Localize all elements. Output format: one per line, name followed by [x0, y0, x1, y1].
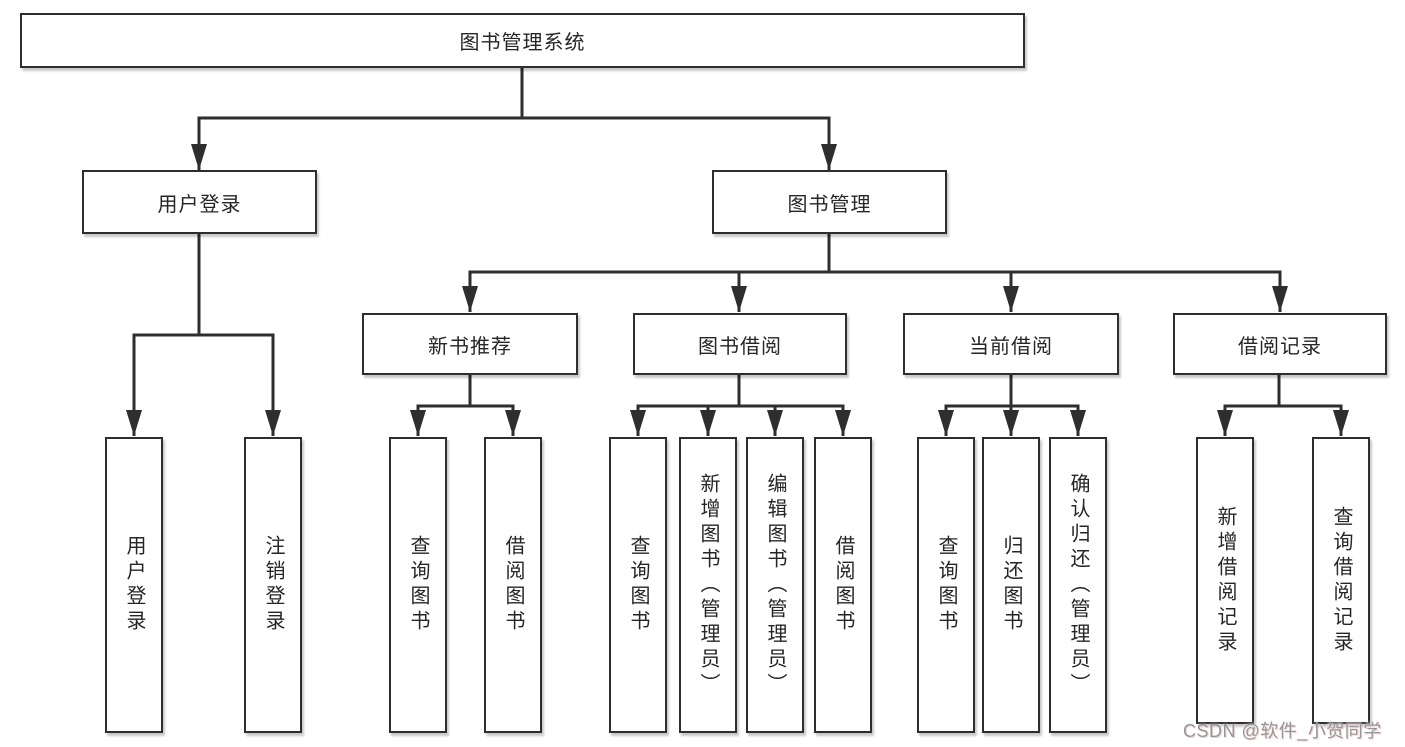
leaf-label: 用户登录 — [123, 535, 145, 635]
leaf-edit-books-admin: 编辑图书（管理员） — [746, 437, 804, 733]
leaf-query-borrow-record: 查询借阅记录 — [1312, 437, 1370, 724]
node-current-borrow: 当前借阅 — [903, 313, 1119, 375]
node-label: 借阅记录 — [1238, 335, 1322, 358]
leaf-confirm-return-admin: 确认归还（管理员） — [1049, 437, 1107, 733]
leaf-label: 查询图书 — [935, 535, 957, 635]
leaf-label: 查询图书 — [627, 535, 649, 635]
node-borrow-records: 借阅记录 — [1173, 313, 1387, 375]
leaf-add-books-admin: 新增图书（管理员） — [679, 437, 737, 733]
node-label: 图书借阅 — [698, 335, 782, 358]
leaf-return-books: 归还图书 — [982, 437, 1040, 733]
leaf-label: 借阅图书 — [502, 535, 524, 635]
leaf-query-books-recommend: 查询图书 — [389, 437, 447, 733]
csdn-watermark: CSDN @软件_小贺同学 — [1183, 721, 1382, 741]
node-book-management-branch: 图书管理 — [712, 170, 947, 234]
node-label: 图书管理系统 — [459, 32, 586, 54]
leaf-borrow-books-recommend: 借阅图书 — [484, 437, 542, 733]
leaf-label: 新增图书（管理员） — [697, 472, 719, 698]
leaf-label: 确认归还（管理员） — [1067, 472, 1089, 698]
leaf-label: 归还图书 — [1000, 535, 1022, 635]
node-label: 用户登录 — [157, 193, 242, 216]
node-user-login-branch: 用户登录 — [82, 170, 317, 234]
leaf-label: 借阅图书 — [832, 535, 854, 635]
leaf-label: 新增借阅记录 — [1214, 505, 1236, 656]
node-label: 新书推荐 — [428, 335, 512, 358]
leaf-borrow-books: 借阅图书 — [814, 437, 872, 733]
leaf-label: 注销登录 — [262, 535, 284, 635]
leaf-query-books-borrow: 查询图书 — [609, 437, 667, 733]
leaf-label: 编辑图书（管理员） — [764, 472, 786, 698]
node-new-book-recommend: 新书推荐 — [362, 313, 578, 375]
leaf-label: 查询图书 — [407, 535, 429, 635]
leaf-user-login: 用户登录 — [105, 437, 163, 733]
node-label: 图书管理 — [787, 193, 872, 216]
leaf-add-borrow-record: 新增借阅记录 — [1196, 437, 1254, 724]
node-root-system: 图书管理系统 — [20, 13, 1025, 68]
node-book-borrow: 图书借阅 — [633, 313, 847, 375]
node-label: 当前借阅 — [969, 335, 1053, 358]
leaf-label: 查询借阅记录 — [1330, 505, 1352, 656]
leaf-logout: 注销登录 — [244, 437, 302, 733]
leaf-query-books-current: 查询图书 — [917, 437, 975, 733]
